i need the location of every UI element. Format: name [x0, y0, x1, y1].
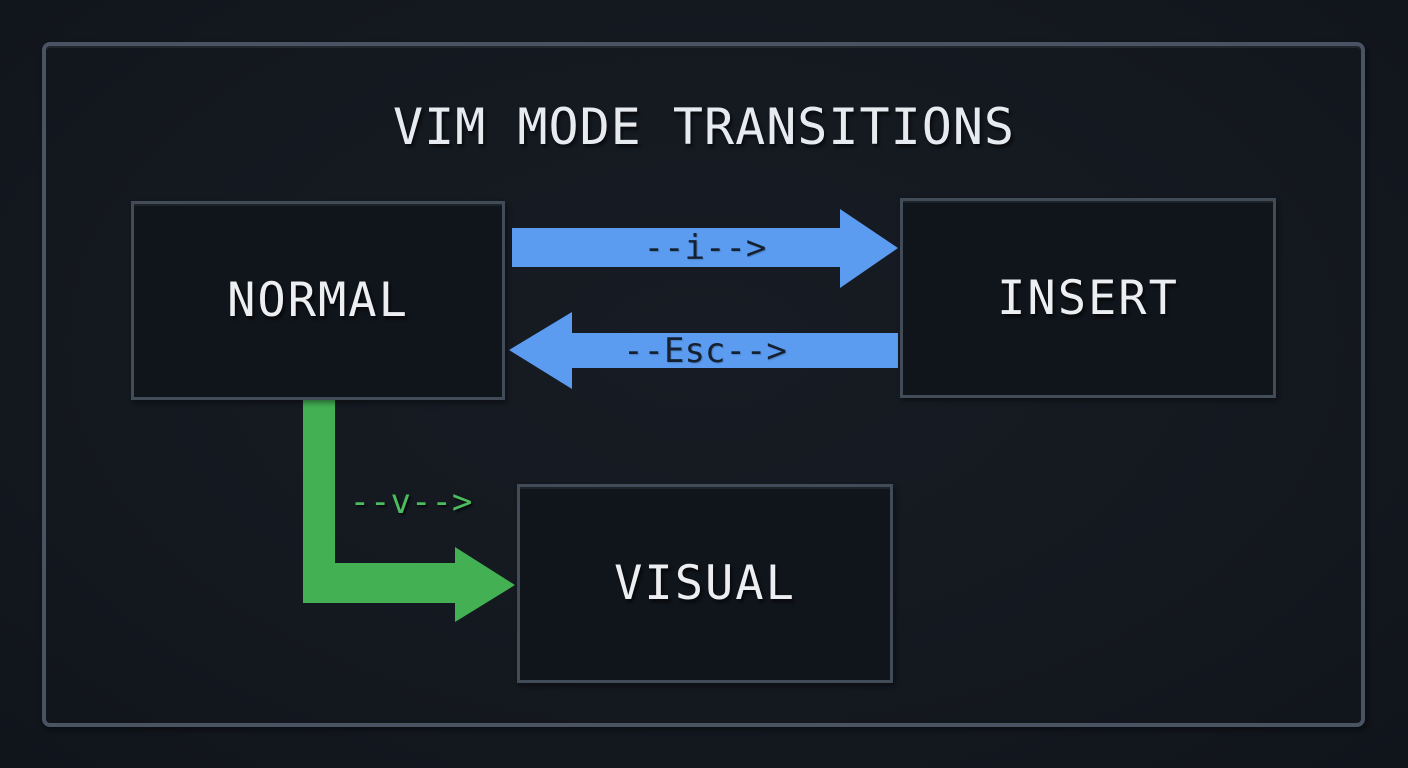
insert-mode-label: INSERT	[997, 270, 1179, 326]
normal-mode-label: NORMAL	[227, 273, 409, 328]
normal-mode-box: NORMAL	[131, 201, 505, 400]
visual-mode-box: VISUAL	[517, 484, 893, 683]
diagram-outer-frame	[42, 42, 1365, 727]
insert-mode-box: INSERT	[900, 198, 1276, 398]
diagram-title: VIM MODE TRANSITIONS	[392, 98, 1016, 156]
visual-mode-label: VISUAL	[614, 556, 796, 611]
